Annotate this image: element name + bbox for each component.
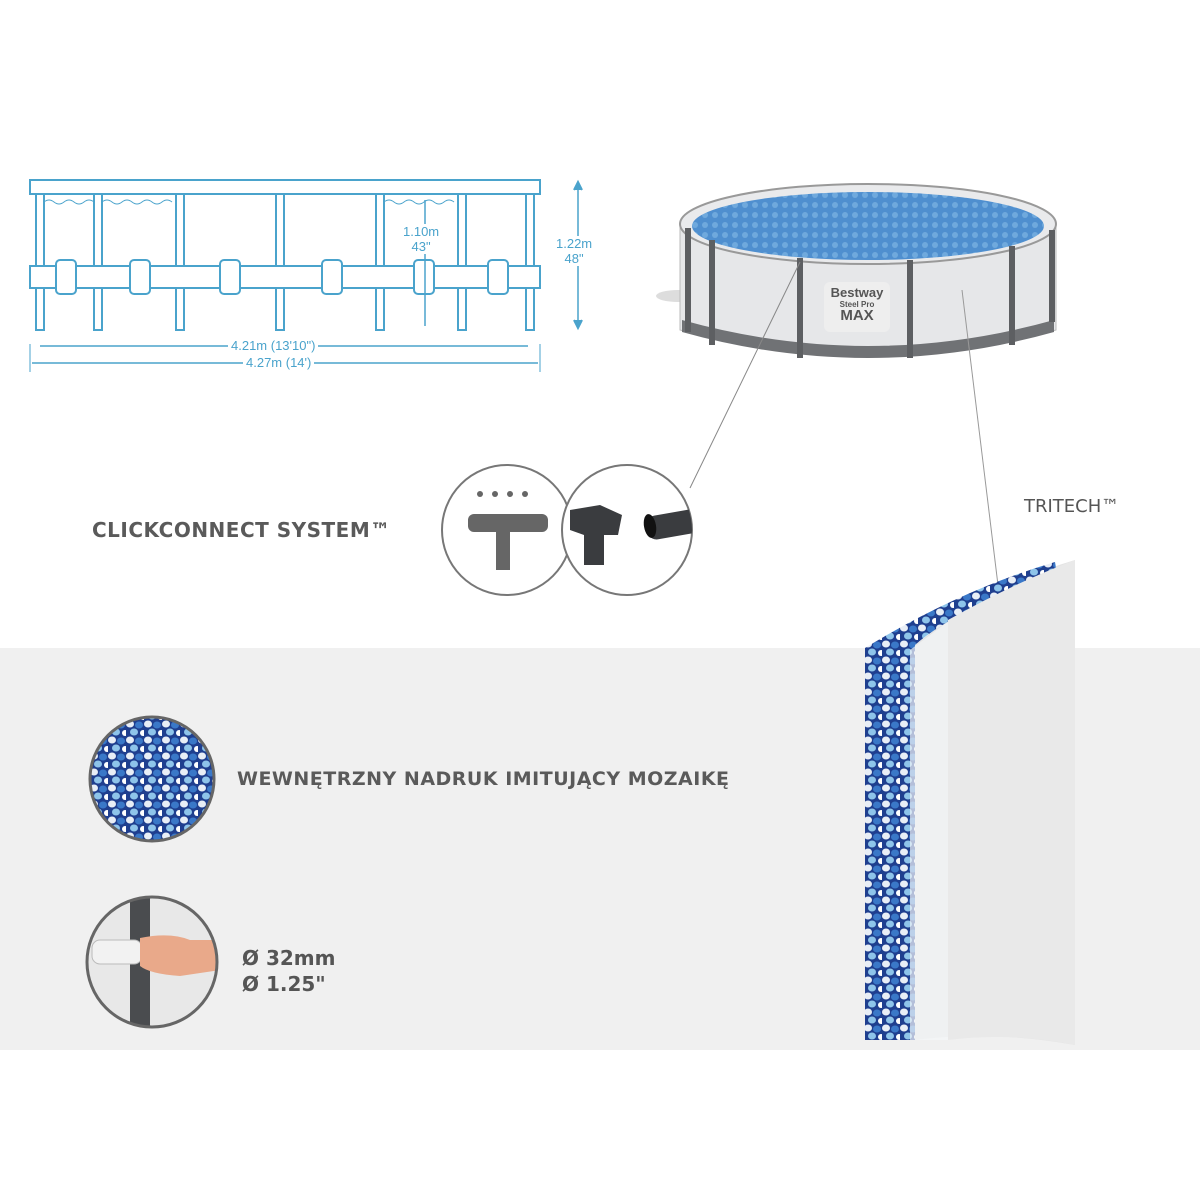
mosaic-print-circle — [88, 715, 216, 843]
logo-line: Steel Pro — [839, 300, 875, 309]
pool-logo-panel — [824, 282, 890, 332]
outer-height-label: 1.22m 48" — [553, 236, 596, 266]
pipe-diameter-circle — [85, 895, 219, 1029]
clickconnect-photo-circle — [561, 464, 693, 596]
pool-logo: Bestway Steel Pro MAX — [824, 285, 890, 323]
logo-model: MAX — [840, 307, 874, 324]
pipe-diameter-inches: Ø 1.25" — [242, 972, 326, 996]
pipe-diameter-mm: Ø 32mm — [242, 946, 336, 970]
callout-line-clickconnect — [689, 261, 801, 489]
inner-height-label: 1.10m 43" — [400, 224, 443, 254]
mosaic-print-label: WEWNĘTRZNY NADRUK IMITUJĄCY MOZAIKĘ — [237, 768, 730, 790]
tritech-label: TRITECH™ — [1024, 496, 1120, 517]
outer-height-metric: 1.22m — [556, 236, 593, 251]
frame-legs — [35, 193, 535, 331]
tritech-wall-illustration — [865, 560, 1075, 1045]
inner-diameter-label: 4.21m (13'10") — [228, 338, 319, 353]
inner-height-metric: 1.10m — [403, 224, 440, 239]
outer-diameter-label: 4.27m (14') — [243, 355, 315, 370]
clickconnect-label: CLICKCONNECT SYSTEM™ — [92, 518, 391, 542]
inner-height-imperial: 43" — [411, 239, 431, 254]
logo-brand: Bestway — [830, 285, 884, 300]
clickconnect-icon-circle — [441, 464, 573, 596]
pipe-diameter-label: Ø 32mm Ø 1.25" — [242, 945, 335, 997]
outer-height-imperial: 48" — [564, 251, 584, 266]
